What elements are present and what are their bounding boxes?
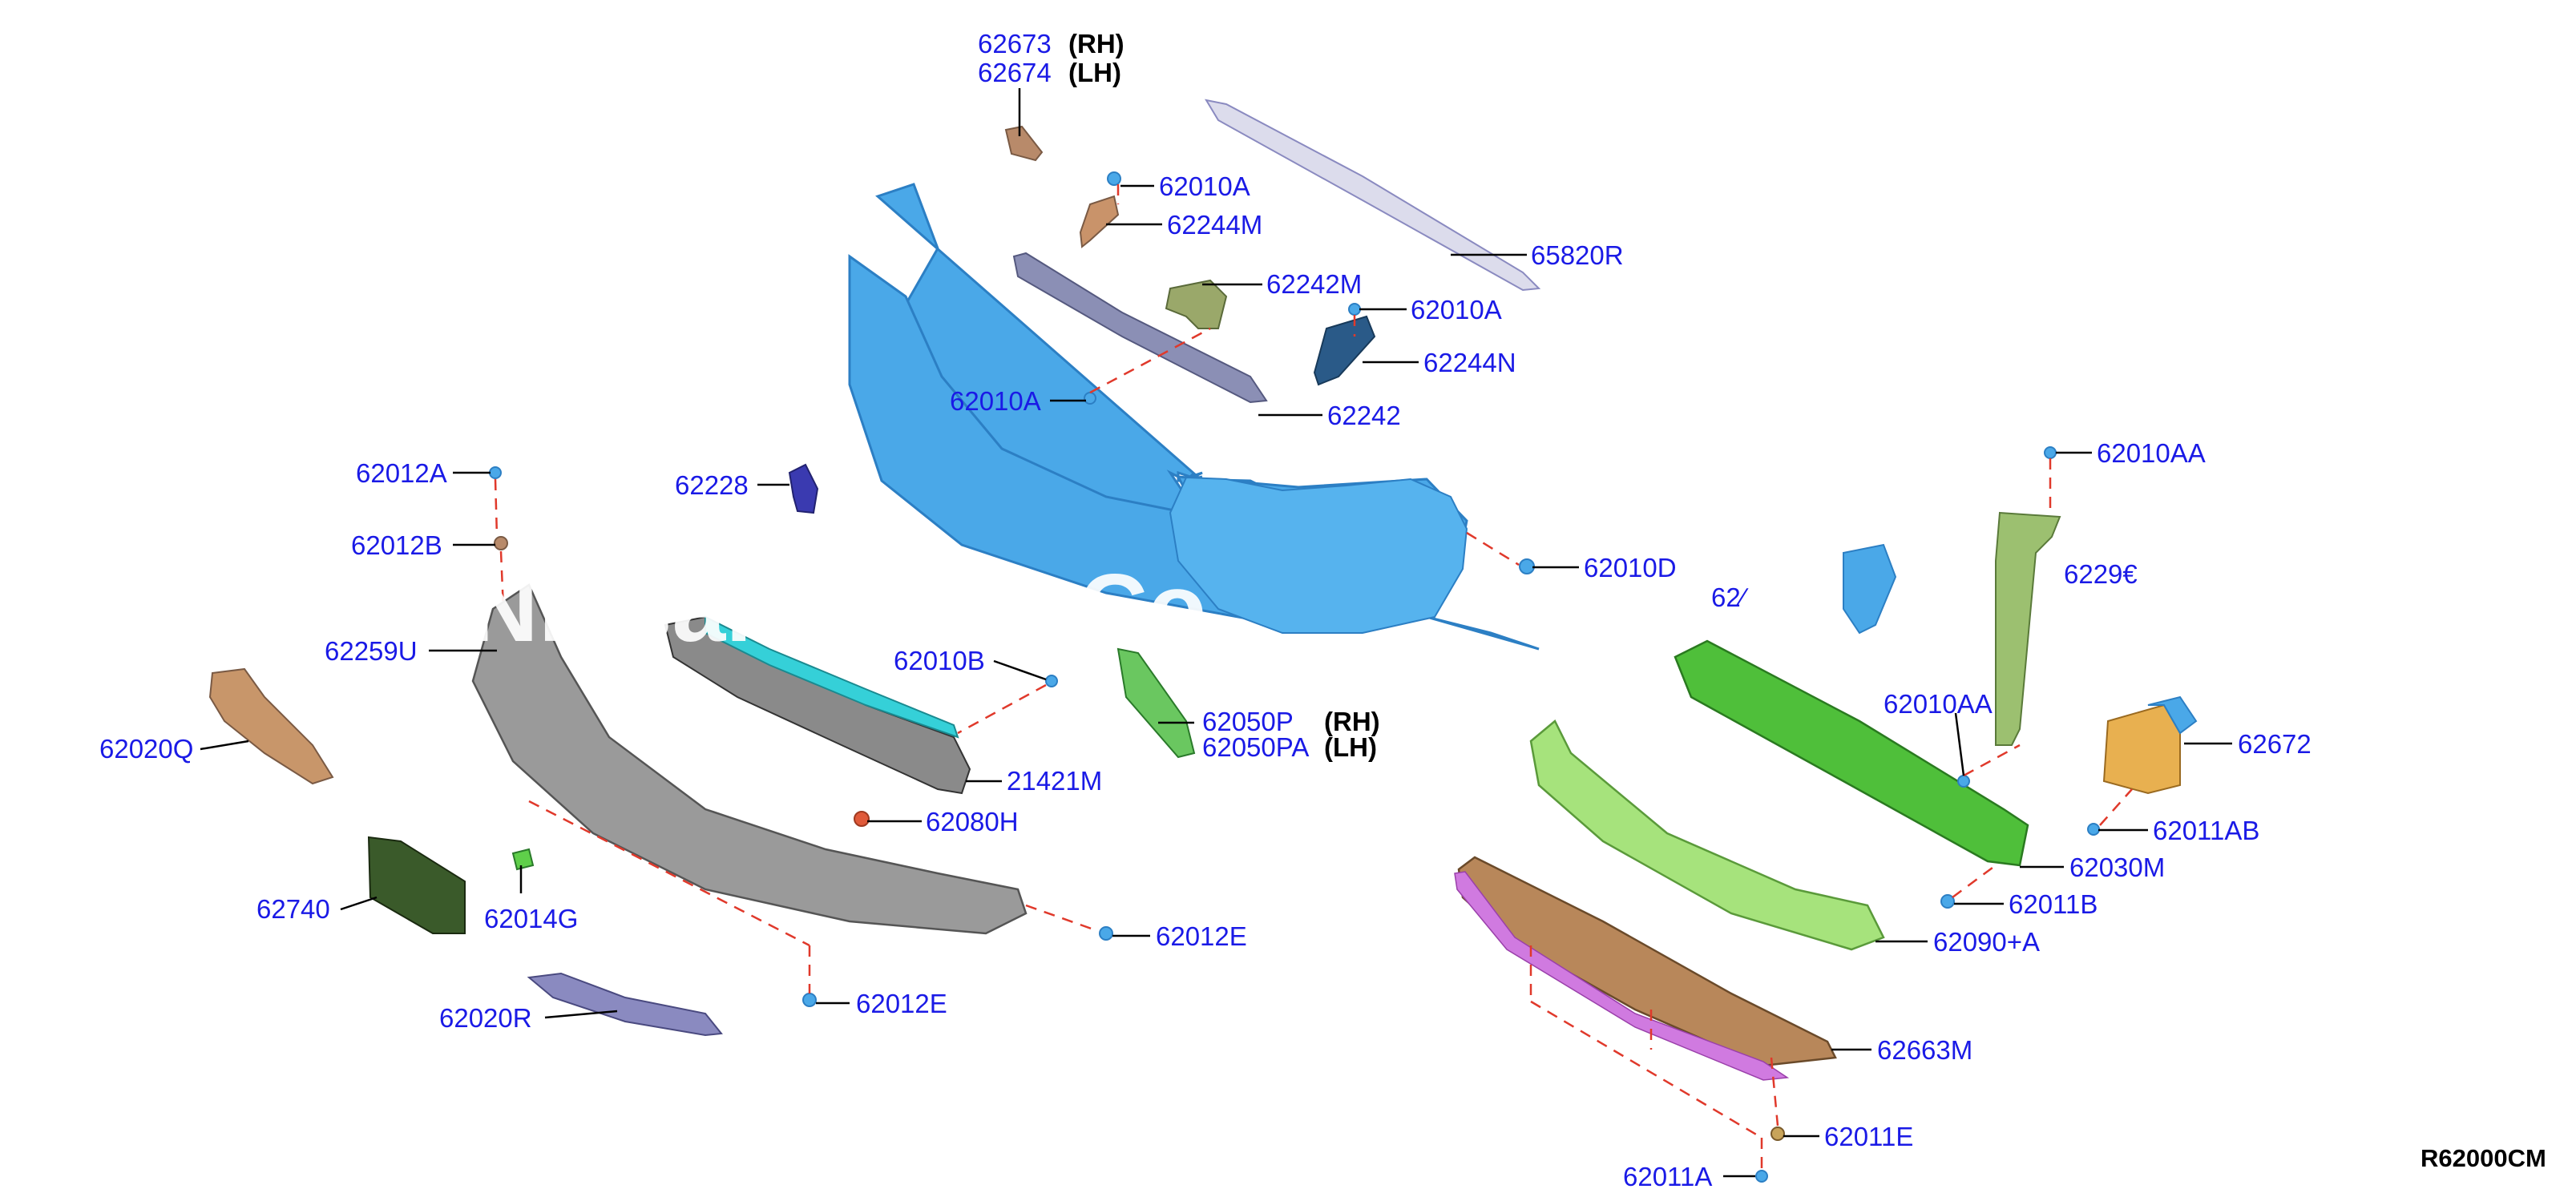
lower-fascia-62259u[interactable]	[471, 583, 1028, 935]
clip-62010d[interactable]	[1519, 558, 1535, 574]
leader-lines	[200, 88, 2232, 1178]
upper-molding-65820r[interactable]	[1204, 99, 1541, 292]
callout-62030m: 62030M	[2069, 852, 2165, 882]
clip-62011ab[interactable]	[2087, 823, 2100, 836]
bracket-right-upper[interactable]	[1843, 543, 1897, 635]
callout-62050pa: 62050PA	[1202, 732, 1309, 762]
clip-62012e-bottom[interactable]	[802, 993, 817, 1007]
clip-62011b[interactable]	[1940, 894, 1955, 909]
callout-62672: 62672	[2238, 729, 2312, 759]
lower-molding-62020r[interactable]	[527, 972, 723, 1037]
callout-62020r: 62020R	[439, 1003, 532, 1033]
bracket-62673[interactable]	[1004, 125, 1044, 162]
absorber-62090[interactable]	[1529, 719, 1885, 951]
side-member-62296[interactable]	[1995, 511, 2061, 746]
callout-62244n: 62244N	[1423, 348, 1516, 377]
callout-62010aa-top: 62010AA	[2097, 438, 2206, 468]
callout-62011a: 62011A	[1623, 1162, 1712, 1189]
callout-62010a-left: 62010A	[950, 386, 1041, 416]
clip-62014g[interactable]	[511, 848, 535, 871]
callout-62080h: 62080H	[926, 807, 1019, 836]
energy-absorber-trim[interactable]	[1454, 871, 1790, 1081]
clip-62012a[interactable]	[489, 466, 502, 479]
upper-bracket-62242[interactable]	[1012, 252, 1268, 404]
callout-62011e: 62011E	[1824, 1122, 1913, 1151]
clip-62010a-top[interactable]	[1107, 171, 1121, 186]
callout-62011ab: 62011AB	[2153, 816, 2259, 845]
callout-62050p-side: (RH)	[1324, 707, 1380, 736]
callout-62014g: 62014G	[484, 904, 578, 933]
bracket-62672-upper[interactable]	[2147, 695, 2198, 735]
callout-62010aa-mid: 62010AA	[1884, 689, 1993, 719]
callout-62012e-bottom: 62012E	[856, 989, 947, 1018]
bracket-62740[interactable]	[367, 836, 466, 934]
bracket-62244n[interactable]	[1313, 315, 1376, 386]
reinforcement-62030m[interactable]	[1674, 639, 2029, 867]
callout-62012a: 62012A	[356, 458, 447, 488]
callout-62296-partial: 6229€	[2064, 559, 2138, 589]
watermark: Nissan Parts Co	[469, 554, 1206, 662]
callout-62020q: 62020Q	[99, 734, 193, 764]
callout-65820r: 65820R	[1531, 240, 1624, 270]
callout-626-partial: 62∕	[1711, 582, 1749, 612]
clip-62010a-mid[interactable]	[1348, 303, 1361, 316]
callout-62674: 62674	[978, 58, 1052, 87]
callout-62010b: 62010B	[894, 646, 985, 675]
callout-62674-side: (LH)	[1068, 58, 1121, 87]
callout-62090a: 62090+A	[1933, 927, 2040, 957]
clip-62010aa-top[interactable]	[2044, 446, 2057, 459]
air-guide-upper[interactable]	[705, 615, 959, 739]
callout-62242: 62242	[1327, 401, 1401, 430]
callout-62244m: 62244M	[1167, 210, 1262, 240]
clip-62010b[interactable]	[1045, 675, 1058, 687]
callout-21421m: 21421M	[1007, 766, 1102, 796]
callout-62050p: 62050P	[1202, 707, 1294, 736]
callout-62242m: 62242M	[1266, 269, 1362, 299]
grille-62050p[interactable]	[1116, 647, 1196, 759]
clip-62080h[interactable]	[854, 811, 870, 827]
callout-62740: 62740	[256, 894, 330, 924]
clip-62012e-right[interactable]	[1099, 926, 1113, 941]
assembly-lines	[494, 184, 2133, 1170]
callout-62228: 62228	[675, 470, 749, 500]
bumper-fascia-grille-area[interactable]	[1169, 476, 1468, 634]
bracket-62672[interactable]	[2102, 703, 2181, 795]
clip-62010a-left[interactable]	[1084, 392, 1096, 405]
callout-62673-side: (RH)	[1068, 29, 1124, 58]
callout-62010d: 62010D	[1584, 553, 1677, 582]
bracket-62228[interactable]	[788, 463, 819, 514]
side-cover-62020q[interactable]	[208, 667, 334, 785]
callout-62673: 62673	[978, 29, 1052, 58]
bracket-62244m[interactable]	[1079, 195, 1120, 248]
callout-62259u: 62259U	[325, 636, 418, 666]
callout-62012e-right: 62012E	[1156, 921, 1247, 951]
drawing-id: R62000CM	[2421, 1144, 2546, 1172]
callout-62010a-top: 62010A	[1159, 171, 1250, 201]
clip-62011e[interactable]	[1770, 1127, 1785, 1141]
callout-62012b: 62012B	[351, 530, 442, 560]
bracket-62242m[interactable]	[1165, 279, 1228, 329]
clip-62012b[interactable]	[494, 536, 508, 550]
clip-62011a[interactable]	[1755, 1170, 1768, 1183]
clip-62010aa-mid[interactable]	[1957, 775, 1970, 788]
callout-62011b: 62011B	[2009, 889, 2098, 919]
callout-62050pa-side: (LH)	[1324, 732, 1377, 762]
callout-62663m: 62663M	[1877, 1035, 1972, 1065]
callout-62010a-mid: 62010A	[1411, 295, 1502, 324]
